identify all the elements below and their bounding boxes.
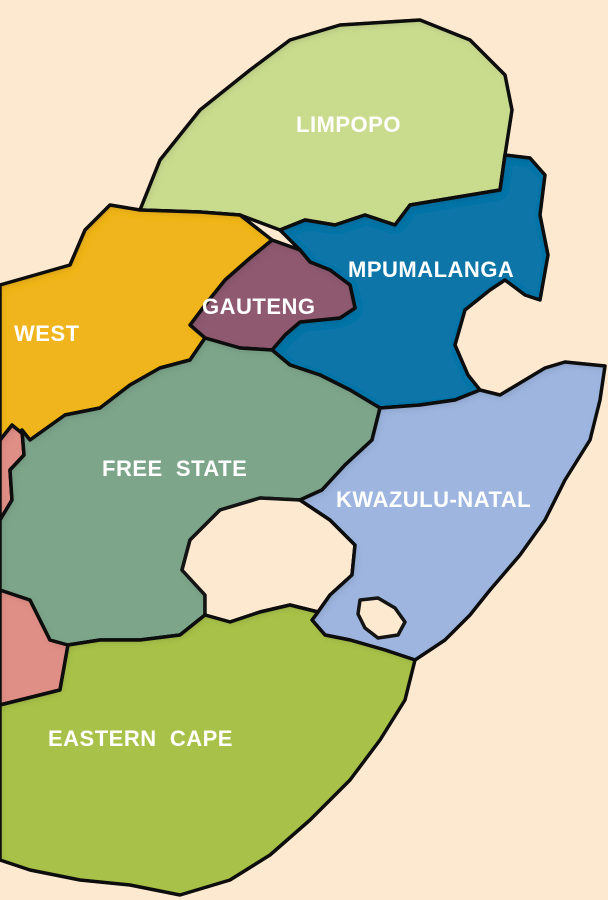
region-eastern-cape[interactable] bbox=[0, 603, 417, 897]
eswatini-enclave bbox=[356, 596, 407, 640]
region-kwazulu-natal[interactable] bbox=[298, 360, 607, 662]
